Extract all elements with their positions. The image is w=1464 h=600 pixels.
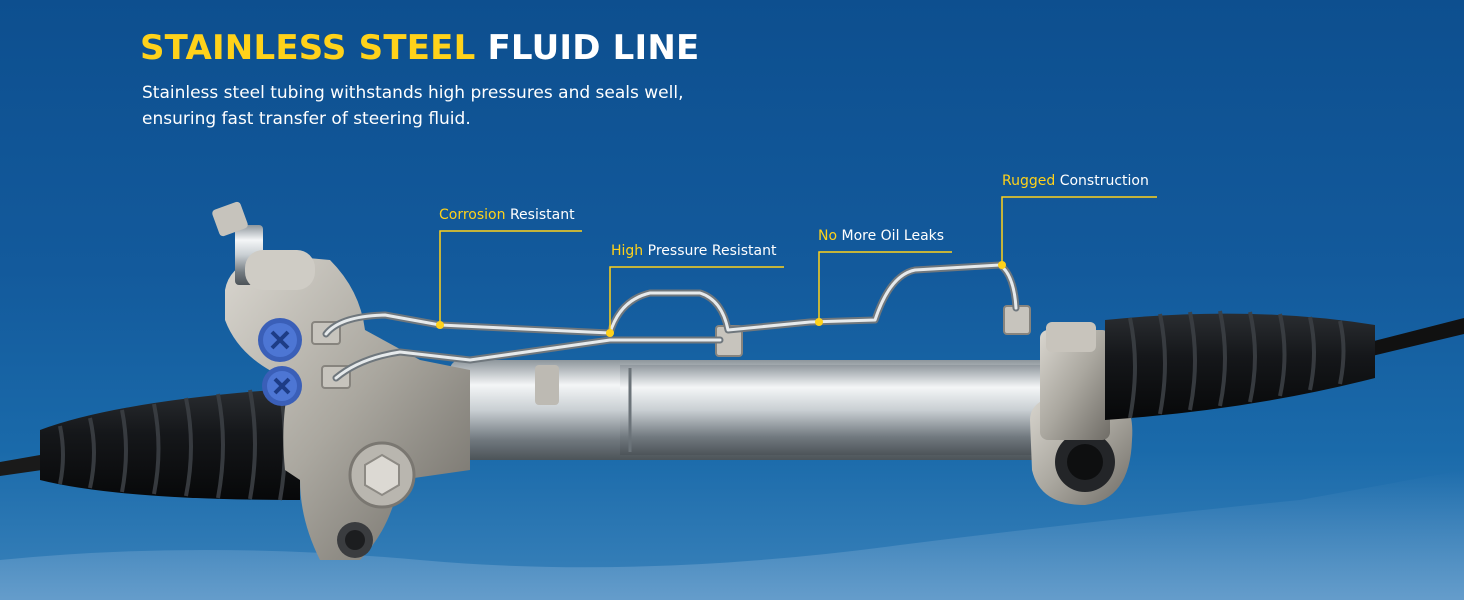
callout-text: Construction — [1059, 173, 1149, 189]
page-subtitle: Stainless steel tubing withstands high p… — [142, 80, 683, 132]
callout-highlight: Corrosion — [439, 207, 506, 223]
left-tie-rod — [0, 455, 42, 476]
right-tie-rod — [1370, 318, 1464, 356]
callout-text: More Oil Leaks — [841, 228, 945, 244]
page-title: STAINLESS STEEL FLUID LINE — [140, 28, 699, 68]
callout-corrosion-resistant: Corrosion Resistant — [439, 207, 575, 223]
callout-no-more-oil-leaks: No More Oil Leaks — [818, 228, 944, 244]
mountain-haze — [0, 470, 1464, 600]
right-end-housing — [1040, 330, 1110, 440]
left-boot — [40, 387, 300, 501]
callout-high-pressure-resistant: High Pressure Resistant — [611, 243, 777, 259]
input-shaft — [212, 201, 315, 290]
callout-rugged-construction: Rugged Construction — [1002, 173, 1149, 189]
callout-text: Resistant — [509, 207, 575, 223]
subtitle-line-1: Stainless steel tubing withstands high p… — [142, 83, 684, 103]
blue-port-cap-upper — [258, 318, 302, 362]
callout-leaders — [439, 196, 1157, 333]
title-highlight: STAINLESS STEEL — [140, 28, 476, 68]
callout-highlight: High — [611, 243, 644, 259]
callout-text: Pressure Resistant — [647, 243, 777, 259]
right-boot — [1105, 310, 1375, 420]
callout-highlight: No — [818, 228, 838, 244]
callout-dots — [436, 261, 1006, 337]
title-rest: FLUID LINE — [487, 28, 700, 68]
subtitle-line-2: ensuring fast transfer of steering fluid… — [142, 109, 471, 129]
callout-highlight: Rugged — [1002, 173, 1056, 189]
blue-port-cap-lower — [262, 366, 302, 406]
